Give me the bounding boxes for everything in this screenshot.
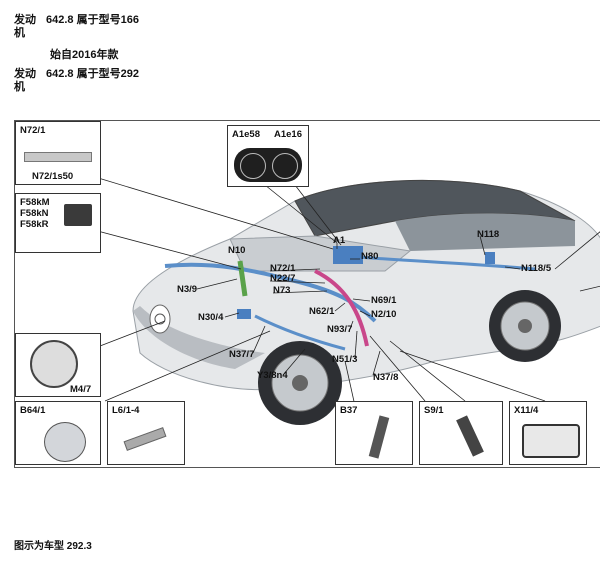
brake-booster-sensor-icon (44, 422, 86, 462)
car-illustration (132, 179, 600, 425)
label-n37-8: N37/8 (373, 372, 399, 383)
label-n93-7: N93/7 (327, 324, 353, 335)
label-n118-5: N118/5 (521, 263, 552, 274)
figure-caption: 图示为车型 292.3 (14, 541, 92, 552)
label-a1: A1 (333, 235, 346, 246)
header-row-2: 始自2016年款 (14, 49, 214, 63)
diagram-graphics (89, 176, 600, 425)
callout-box-n72-1: N72/1 N72/1s50 (15, 121, 101, 185)
model-year-note: 始自2016年款 (50, 49, 119, 61)
label-l6-1-4: L6/1-4 (112, 405, 140, 416)
header-row-1: 发动机 642.8 属于型号166 (14, 14, 214, 44)
label-y3-8n4: Y3/8n4 (257, 370, 288, 381)
label-n72-1: N72/1 (20, 125, 46, 136)
component-location-diagram: N72/1 N72/1s50 F58kM F58kN F58kR A1e58 A… (14, 120, 600, 468)
callout-box-instrument-cluster: A1e58 A1e16 (227, 125, 309, 187)
label-n72-1-car: N72/1 (270, 263, 296, 274)
label-m4-7: M4/7 (70, 384, 92, 395)
label-n69-1: N69/1 (371, 295, 397, 306)
callout-box-f58k: F58kM F58kN F58kR (15, 193, 101, 253)
callout-box-b64-1: B64/1 (15, 401, 101, 465)
callout-box-b37: B37 (335, 401, 413, 465)
label-x11-4: X11/4 (514, 405, 539, 416)
relay-icon (64, 204, 92, 226)
accelerator-pedal-icon (368, 415, 390, 459)
speed-sensor-icon (123, 427, 167, 451)
label-n73: N73 (273, 285, 291, 296)
label-n22-7: N22/7 (270, 273, 296, 284)
label-b37: B37 (340, 405, 358, 416)
label-n80: N80 (361, 251, 379, 262)
callout-box-x11-4: X11/4 (509, 401, 587, 465)
label-n51-3: N51/3 (332, 354, 358, 365)
leader-lines (89, 176, 600, 407)
label-n72-1s50: N72/1s50 (32, 171, 74, 182)
engine-model-1: 642.8 属于型号166 (46, 14, 139, 26)
label-n30-4: N30/4 (198, 312, 224, 323)
callout-box-m4-7: M4/7 (15, 333, 101, 397)
overhead-control-panel-icon (24, 152, 92, 162)
header-row-3: 发动机 642.8 属于型号292 (14, 68, 214, 98)
label-n2-10: N2/10 (371, 309, 397, 320)
label-n62-1: N62/1 (309, 306, 335, 317)
engine-label-1: 发动机 (14, 14, 36, 39)
label-n3-9: N3/9 (177, 284, 198, 295)
engine-label-2: 发动机 (14, 68, 36, 93)
brake-pedal-icon (456, 415, 484, 457)
label-n118: N118 (477, 229, 500, 240)
label-n37-7: N37/7 (229, 349, 255, 360)
instrument-cluster-icon (234, 148, 302, 182)
label-n10: N10 (228, 245, 246, 256)
callout-box-l6-1-4: L6/1-4 (107, 401, 185, 465)
label-f58k-relays: F58kM F58kN F58kR (20, 197, 50, 230)
fan-motor-icon (30, 340, 78, 388)
label-a1e16: A1e16 (274, 129, 302, 140)
engine-model-2: 642.8 属于型号292 (46, 68, 139, 80)
label-b64-1: B64/1 (20, 405, 46, 416)
label-s9-1: S9/1 (424, 405, 444, 416)
callout-box-s9-1: S9/1 (419, 401, 503, 465)
label-a1e58: A1e58 (232, 129, 260, 140)
diagnostic-connector-icon (522, 424, 580, 458)
